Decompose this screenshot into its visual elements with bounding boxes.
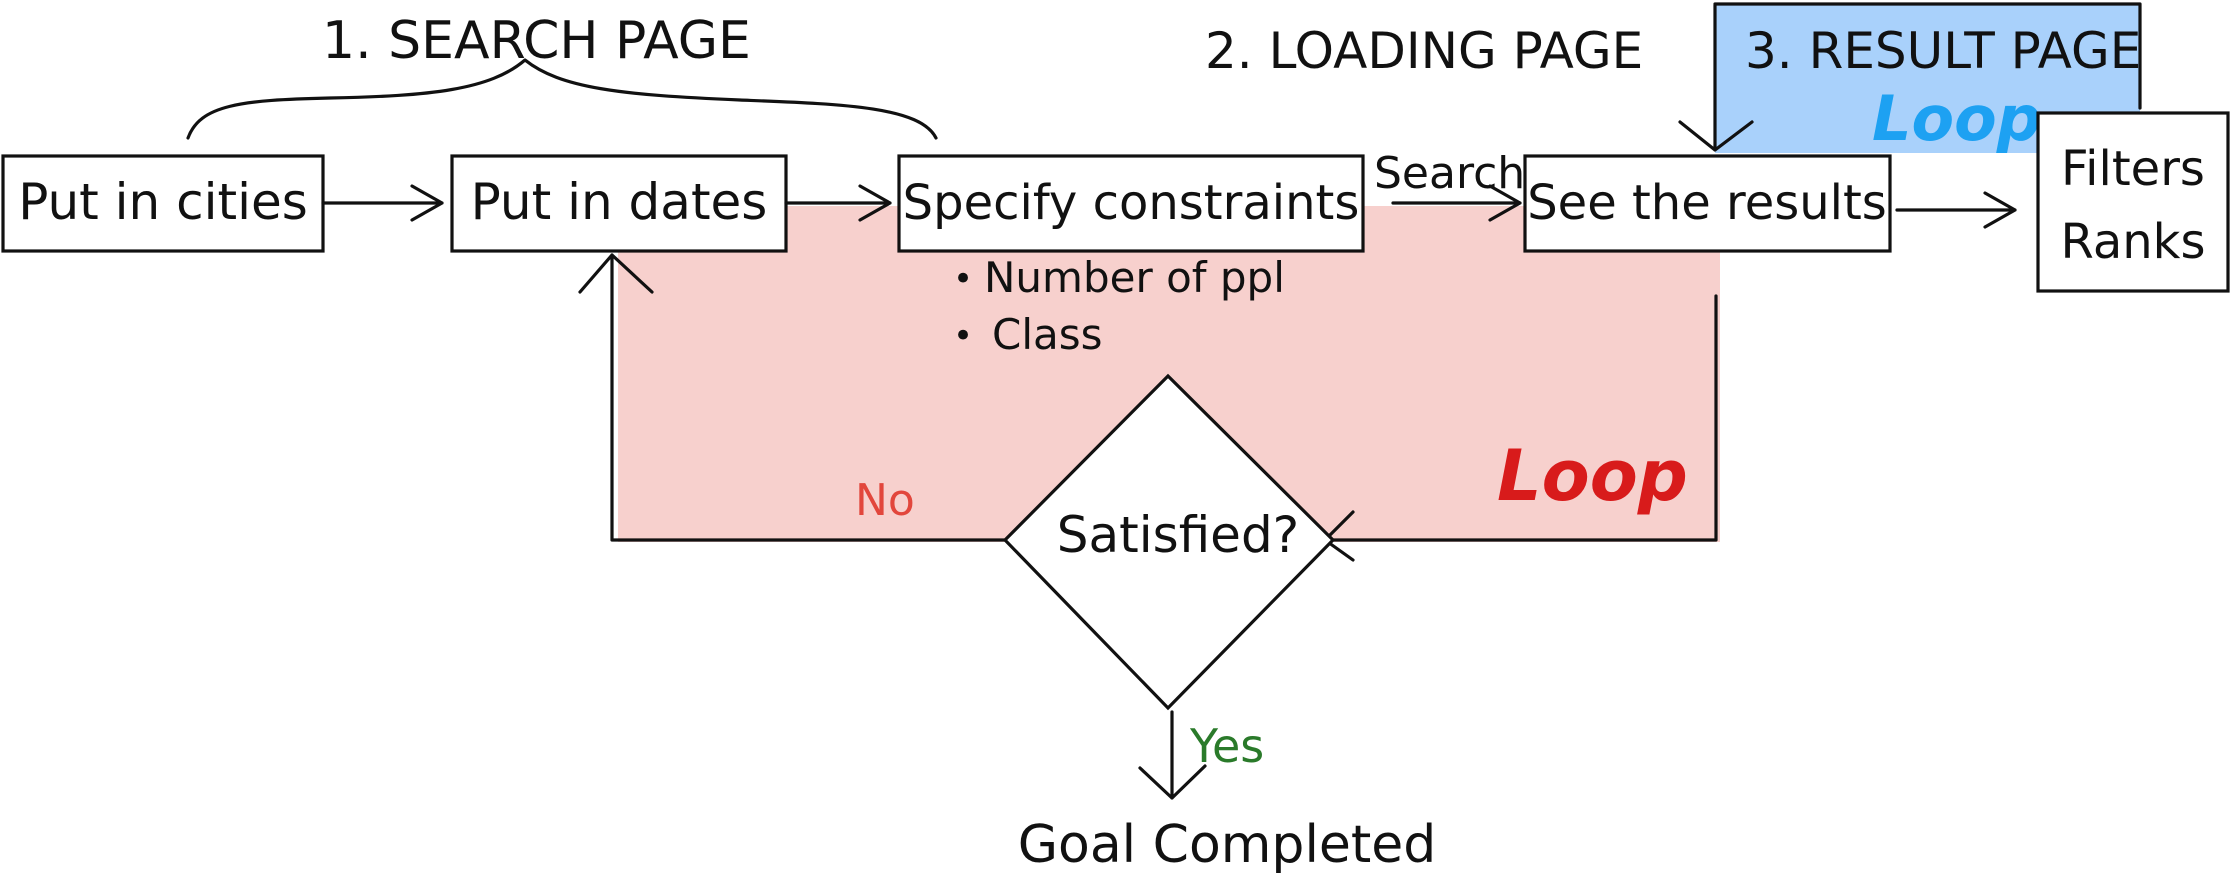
node-put-in-dates bbox=[450, 154, 788, 253]
constraint-item-number: Number of ppl bbox=[984, 253, 1285, 302]
loop-line-right bbox=[1323, 294, 1718, 542]
edge-label-yes: Yes bbox=[1189, 719, 1264, 773]
constraint-bullet-1: • bbox=[953, 259, 973, 299]
main-loop-label: Loop bbox=[1497, 435, 1688, 517]
decision-diamond bbox=[1002, 373, 1336, 711]
constraint-bullet-2: • bbox=[953, 316, 973, 356]
arrow-cities-to-dates bbox=[321, 184, 444, 222]
edge-label-search: Search bbox=[1374, 148, 1525, 199]
result-page-region-border bbox=[1713, 2, 2142, 110]
node-specify-constraints-label: Specify constraints bbox=[903, 175, 1360, 231]
node-ranks-label: Ranks bbox=[2061, 214, 2206, 270]
node-put-in-cities-label: Put in cities bbox=[18, 173, 308, 231]
result-loop-label: Loop bbox=[1872, 82, 2041, 155]
decision-label: Satisfied? bbox=[1057, 506, 1299, 564]
node-put-in-cities bbox=[1, 154, 325, 253]
arrow-results-to-filters bbox=[1895, 191, 2017, 229]
section-search-page: 1. SEARCH PAGE bbox=[322, 11, 751, 71]
section-result-page: 3. RESULT PAGE bbox=[1745, 22, 2141, 80]
arrow-yes-to-goal bbox=[1138, 710, 1207, 800]
node-specify-constraints bbox=[897, 154, 1365, 253]
node-put-in-dates-label: Put in dates bbox=[471, 173, 768, 231]
result-loop-arrow bbox=[1678, 3, 1754, 152]
node-filters-label: Filters bbox=[2061, 141, 2205, 197]
loop-line-left bbox=[578, 253, 1007, 542]
goal-completed-label: Goal Completed bbox=[1018, 815, 1437, 875]
section-loading-page: 2. LOADING PAGE bbox=[1205, 22, 1643, 80]
node-filters-ranks bbox=[2036, 111, 2230, 293]
constraint-item-class: Class bbox=[992, 310, 1103, 359]
edge-label-no: No bbox=[855, 475, 915, 526]
node-see-the-results bbox=[1523, 154, 1892, 253]
arrow-dates-to-constraints bbox=[784, 184, 892, 222]
arrow-constraints-to-results bbox=[1391, 184, 1522, 222]
search-page-brace bbox=[186, 58, 938, 140]
node-see-the-results-label: See the results bbox=[1527, 175, 1887, 231]
